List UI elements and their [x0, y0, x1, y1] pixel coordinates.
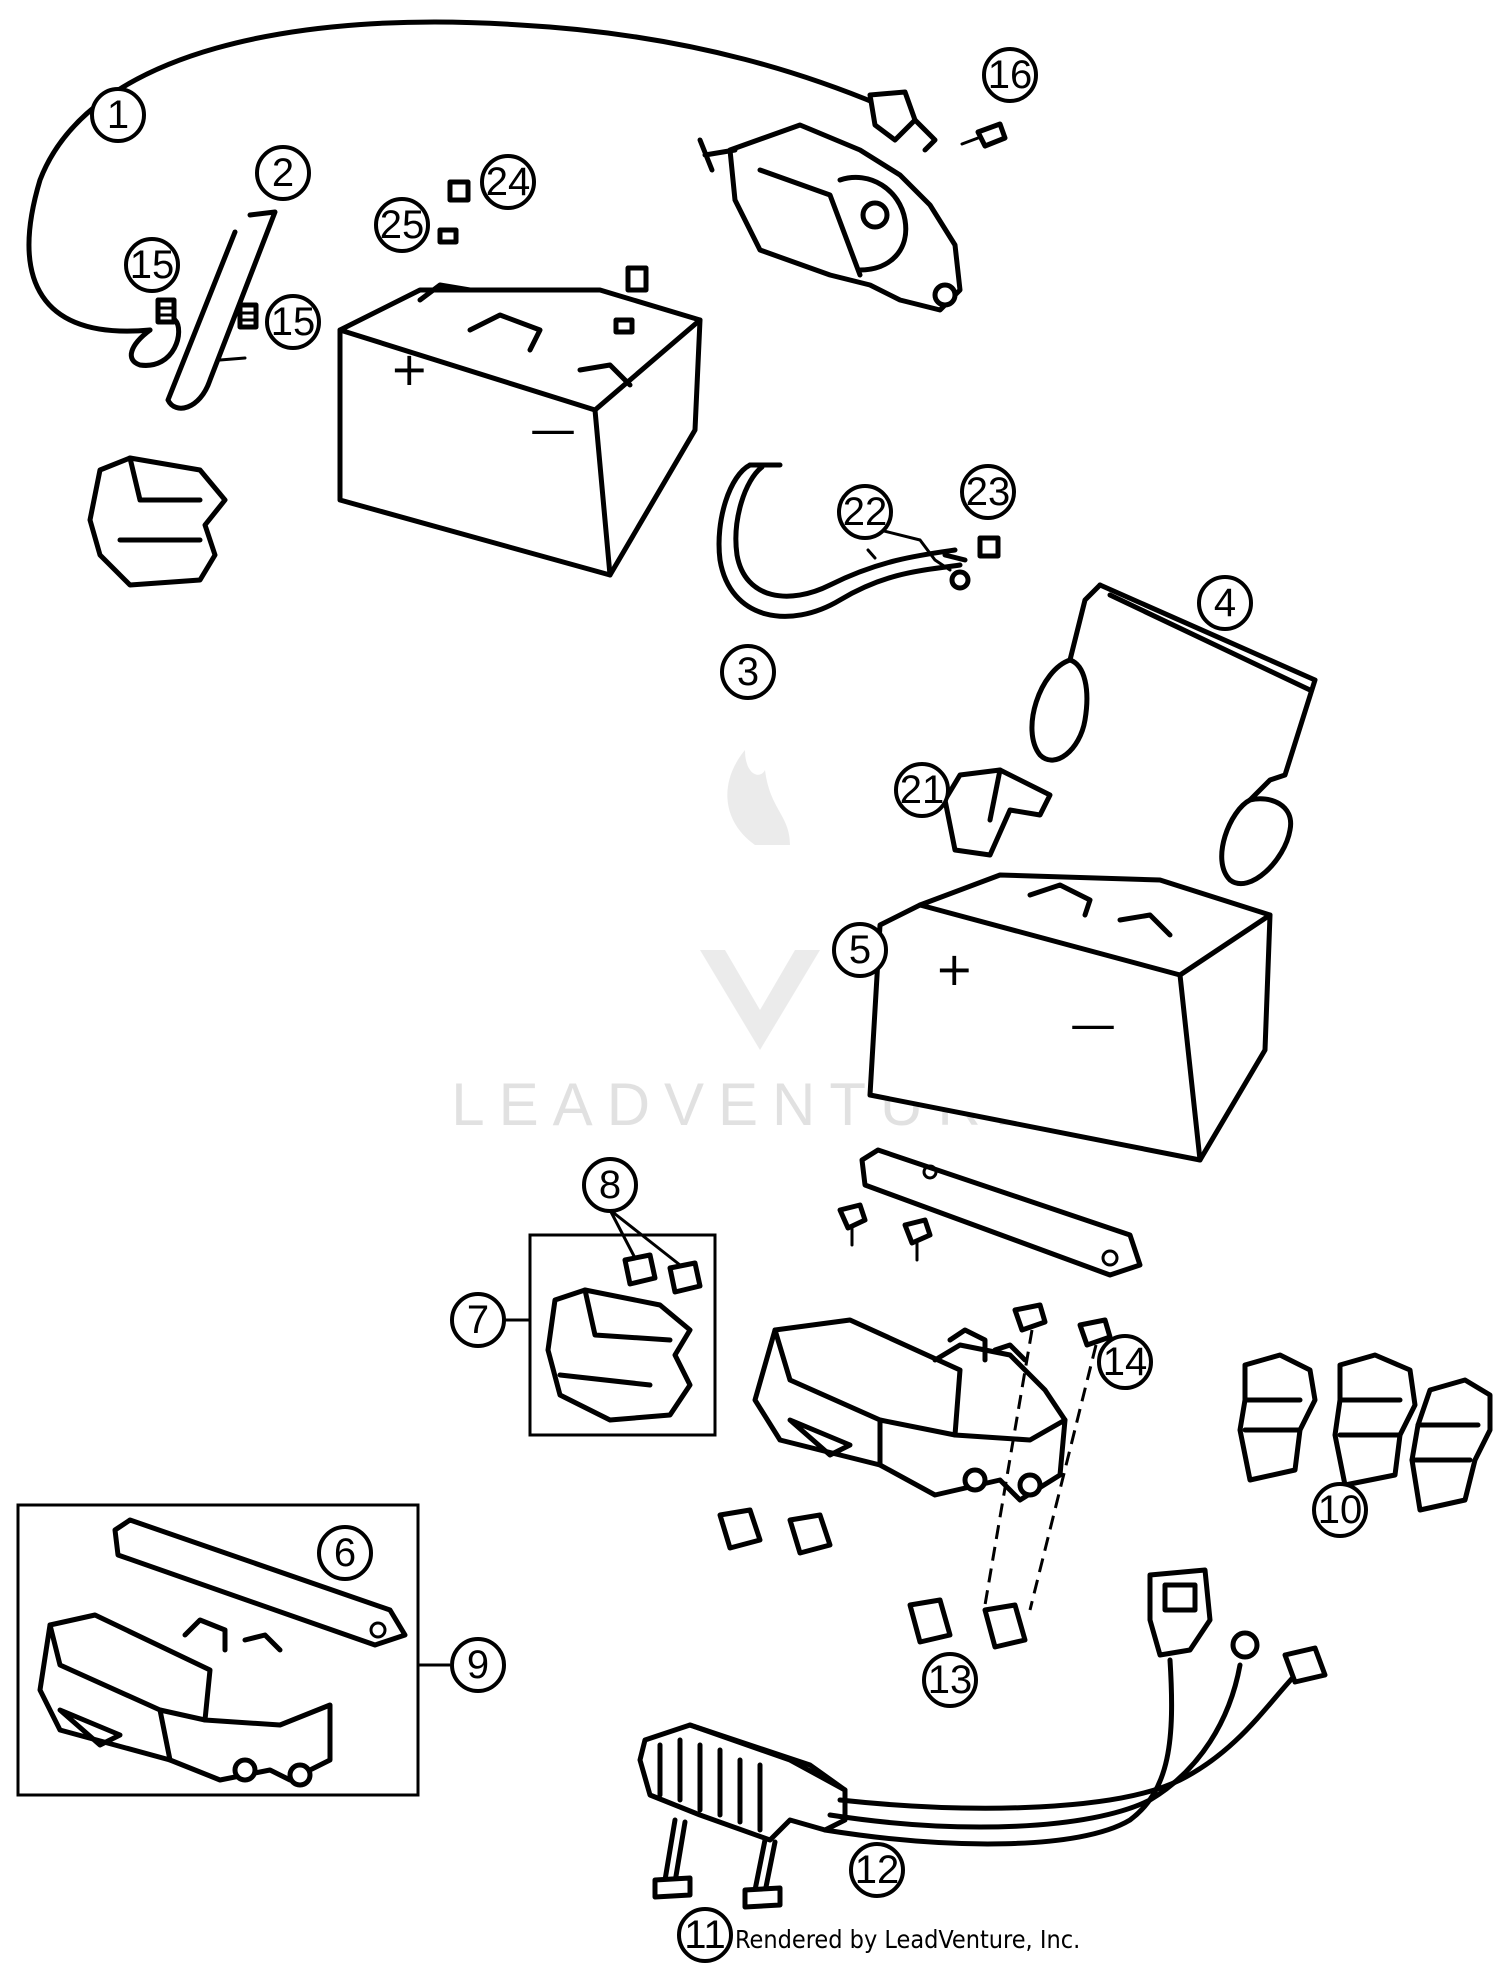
watermark-flame-icon [727, 750, 790, 845]
fuses-part-8 [622, 1252, 703, 1295]
svg-text:25: 25 [380, 203, 425, 247]
callout-1: 1 [90, 87, 146, 143]
callout-8: 8 [582, 1157, 638, 1213]
svg-text:5: 5 [849, 928, 871, 972]
parts-22-23-hardware [866, 528, 1001, 591]
part-15-screws [155, 297, 259, 330]
terminal-bolts [437, 179, 649, 335]
part-21-clip [942, 767, 1053, 858]
svg-text:22: 22 [843, 490, 888, 534]
rendered-by-credit: Rendered by LeadVenture, Inc. [735, 1925, 1081, 1954]
wiring-connectors [1147, 1567, 1328, 1685]
svg-text:24: 24 [486, 160, 531, 204]
svg-text:3: 3 [737, 650, 759, 694]
connector-upper-left [87, 455, 228, 588]
callout-14: 14 [1097, 1334, 1153, 1390]
part-12-regulator [637, 1657, 1303, 1847]
plate-screws [837, 1202, 933, 1262]
relay-part-7 [545, 1287, 693, 1423]
callout-25: 25 [374, 197, 430, 253]
battery-lower-plus: + [935, 942, 974, 996]
part-10-connectors [1237, 1352, 1493, 1513]
part-4-battery-strap [1029, 582, 1318, 887]
callout-15a: 15 [124, 237, 180, 293]
part-11-bolts [652, 1817, 783, 1910]
part-16-screw [960, 121, 1008, 149]
group-9-assembly [37, 1517, 408, 1788]
battery-upper: + — [337, 282, 703, 578]
callout-6: 6 [317, 1525, 373, 1581]
svg-text:1: 1 [107, 93, 129, 137]
svg-text:12: 12 [855, 1848, 900, 1892]
part-1-battery-cable [26, 19, 938, 368]
battery-lower-minus: — [1070, 997, 1116, 1051]
svg-text:4: 4 [1214, 581, 1236, 625]
starter-motor [697, 122, 963, 313]
callout-5: 5 [832, 922, 888, 978]
svg-text:8: 8 [599, 1163, 621, 1207]
callout-11: 11 [677, 1907, 733, 1963]
part-2-cable [165, 209, 278, 411]
callout-7: 7 [450, 1292, 506, 1348]
rubber-dampers [717, 1507, 1028, 1650]
callout-16: 16 [982, 47, 1038, 103]
part-14-screws [1012, 1302, 1113, 1348]
svg-text:16: 16 [988, 53, 1033, 97]
svg-text:13: 13 [928, 1658, 973, 1702]
mounting-plate [859, 1147, 1143, 1278]
svg-text:7: 7 [467, 1298, 489, 1342]
svg-text:9: 9 [467, 1643, 489, 1687]
callout-2: 2 [255, 145, 311, 201]
watermark-v-icon [700, 950, 820, 1050]
battery-lower: + — [867, 872, 1273, 1163]
svg-text:21: 21 [900, 768, 945, 812]
callout-4: 4 [1197, 575, 1253, 631]
svg-text:15: 15 [130, 243, 175, 287]
svg-text:15: 15 [271, 300, 316, 344]
callout-13: 13 [922, 1652, 978, 1708]
svg-text:10: 10 [1318, 1488, 1363, 1532]
callout-15b: 15 [265, 294, 321, 350]
callout-23: 23 [960, 464, 1016, 520]
group-box-9 [16, 1503, 420, 1797]
callout-24: 24 [480, 154, 536, 210]
dash-leader-2 [1028, 1344, 1098, 1611]
callout-12: 12 [849, 1842, 905, 1898]
svg-text:6: 6 [334, 1531, 356, 1575]
part-3-cable [716, 462, 968, 619]
callout-3: 3 [720, 644, 776, 700]
callout-9: 9 [450, 1637, 506, 1693]
svg-text:14: 14 [1103, 1340, 1148, 1384]
leader-8 [608, 1208, 681, 1267]
callout-10: 10 [1312, 1482, 1368, 1538]
battery-upper-plus: + [390, 342, 429, 396]
relay-assembly-center [752, 1317, 1068, 1503]
callout-21: 21 [894, 762, 950, 818]
dash-leader-1 [983, 1329, 1034, 1606]
svg-text:11: 11 [684, 1913, 726, 1957]
svg-text:2: 2 [272, 151, 294, 195]
svg-text:23: 23 [966, 470, 1011, 514]
battery-upper-minus: — [530, 402, 576, 456]
callout-22: 22 [837, 484, 893, 540]
